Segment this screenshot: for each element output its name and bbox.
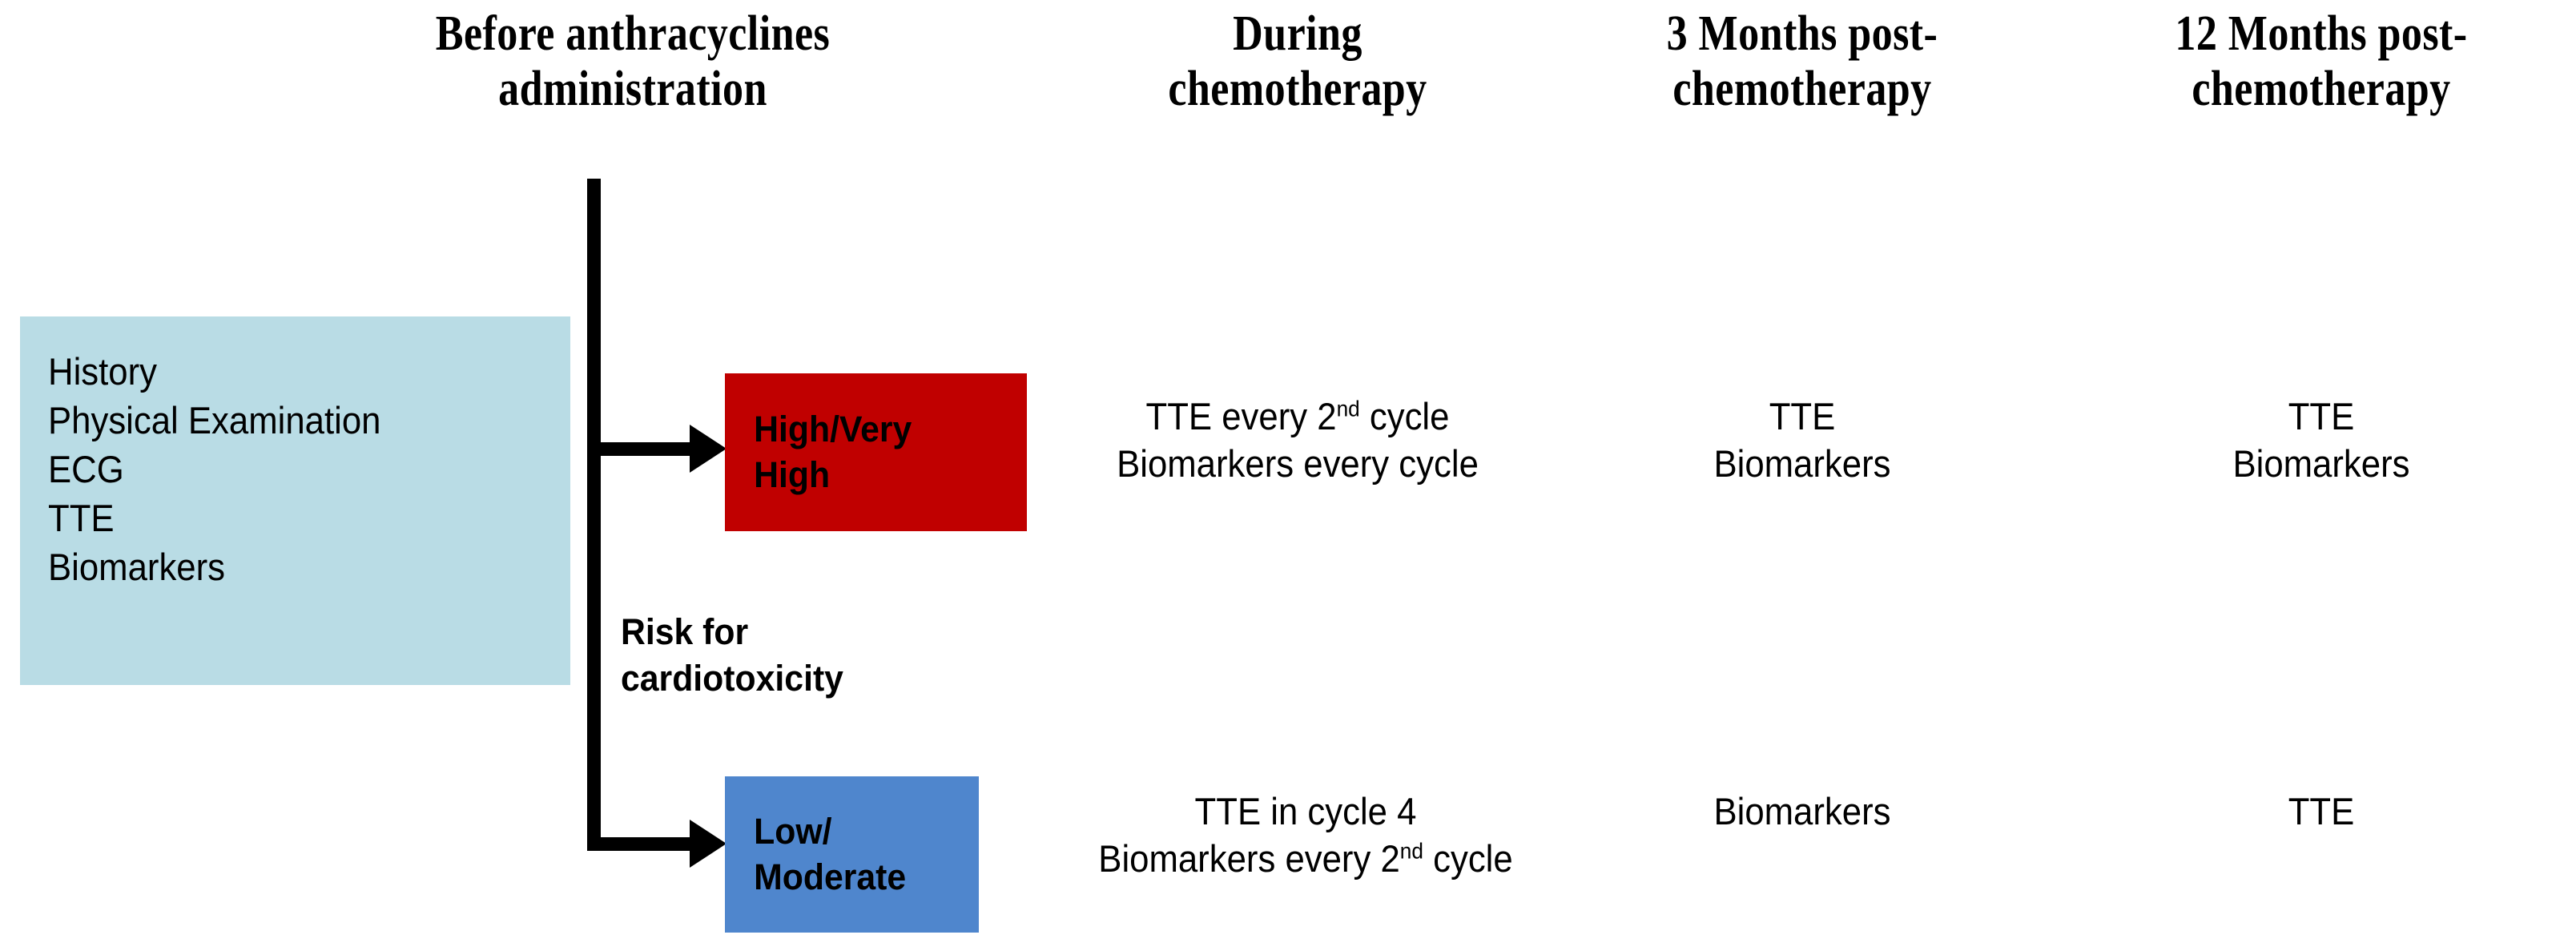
- ordinal-suffix: nd: [1399, 837, 1423, 864]
- schedule-text: Biomarkers every 2: [1098, 837, 1400, 880]
- schedule-text: cycle: [1423, 837, 1513, 880]
- schedule-line: Biomarkers: [1713, 790, 1891, 832]
- column-header-before-anthracyclines: Before anthracyclines administration: [435, 6, 831, 117]
- schedule-cell-low-3-months: Biomarkers: [1572, 788, 2034, 835]
- column-header-12-months-post: 12 Months post- chemotherapy: [2175, 6, 2468, 117]
- baseline-assessment-list: History Physical Examination ECG TTE Bio…: [48, 347, 380, 591]
- list-item: History: [48, 350, 157, 393]
- list-item: Biomarkers: [48, 546, 226, 589]
- arrowhead-icon-low-risk: [690, 820, 727, 868]
- risk-box-label-low: Low/ Moderate: [754, 810, 907, 897]
- schedule-line: TTE in cycle 4: [1194, 790, 1417, 832]
- schedule-cell-high-3-months: TTE Biomarkers: [1572, 393, 2034, 487]
- schedule-line: TTE every 2nd cycle: [1059, 393, 1536, 440]
- connector-trunk-line: [587, 179, 601, 851]
- connector-arrow-line-high-risk: [587, 442, 693, 456]
- arrowhead-icon-high-risk: [690, 425, 727, 473]
- baseline-assessment-box: History Physical Examination ECG TTE Bio…: [20, 316, 570, 685]
- risk-box-label-high: High/Very High: [754, 408, 912, 495]
- schedule-cell-high-12-months: TTE Biomarkers: [2084, 393, 2558, 487]
- risk-for-cardiotoxicity-label: Risk for cardiotoxicity: [621, 611, 843, 699]
- ordinal-suffix: nd: [1336, 395, 1360, 421]
- list-item: TTE: [48, 497, 115, 540]
- schedule-line: Biomarkers: [2232, 442, 2410, 486]
- risk-box-low-moderate: Low/ Moderate: [725, 776, 979, 933]
- list-item: Physical Examination: [48, 399, 381, 442]
- schedule-text: cycle: [1359, 395, 1450, 437]
- connector-arrow-line-low-risk: [587, 837, 693, 851]
- column-header-during-chemotherapy: During chemotherapy: [1168, 6, 1427, 117]
- schedule-text: TTE every 2: [1145, 395, 1337, 437]
- schedule-line: Biomarkers every 2nd cycle: [1053, 835, 1559, 882]
- schedule-line: TTE: [2288, 790, 2355, 832]
- schedule-line: Biomarkers every cycle: [1117, 442, 1479, 486]
- schedule-line: TTE: [2288, 395, 2355, 437]
- schedule-line: TTE: [1769, 395, 1836, 437]
- schedule-cell-low-during-chemotherapy: TTE in cycle 4 Biomarkers every 2nd cycl…: [1053, 788, 1559, 882]
- list-item: ECG: [48, 448, 124, 491]
- schedule-cell-low-12-months: TTE: [2084, 788, 2558, 835]
- column-header-3-months-post: 3 Months post- chemotherapy: [1666, 6, 1938, 117]
- risk-box-high-very-high: High/Very High: [725, 373, 1027, 531]
- schedule-line: Biomarkers: [1713, 442, 1891, 486]
- schedule-cell-high-during-chemotherapy: TTE every 2nd cycle Biomarkers every cyc…: [1059, 393, 1536, 487]
